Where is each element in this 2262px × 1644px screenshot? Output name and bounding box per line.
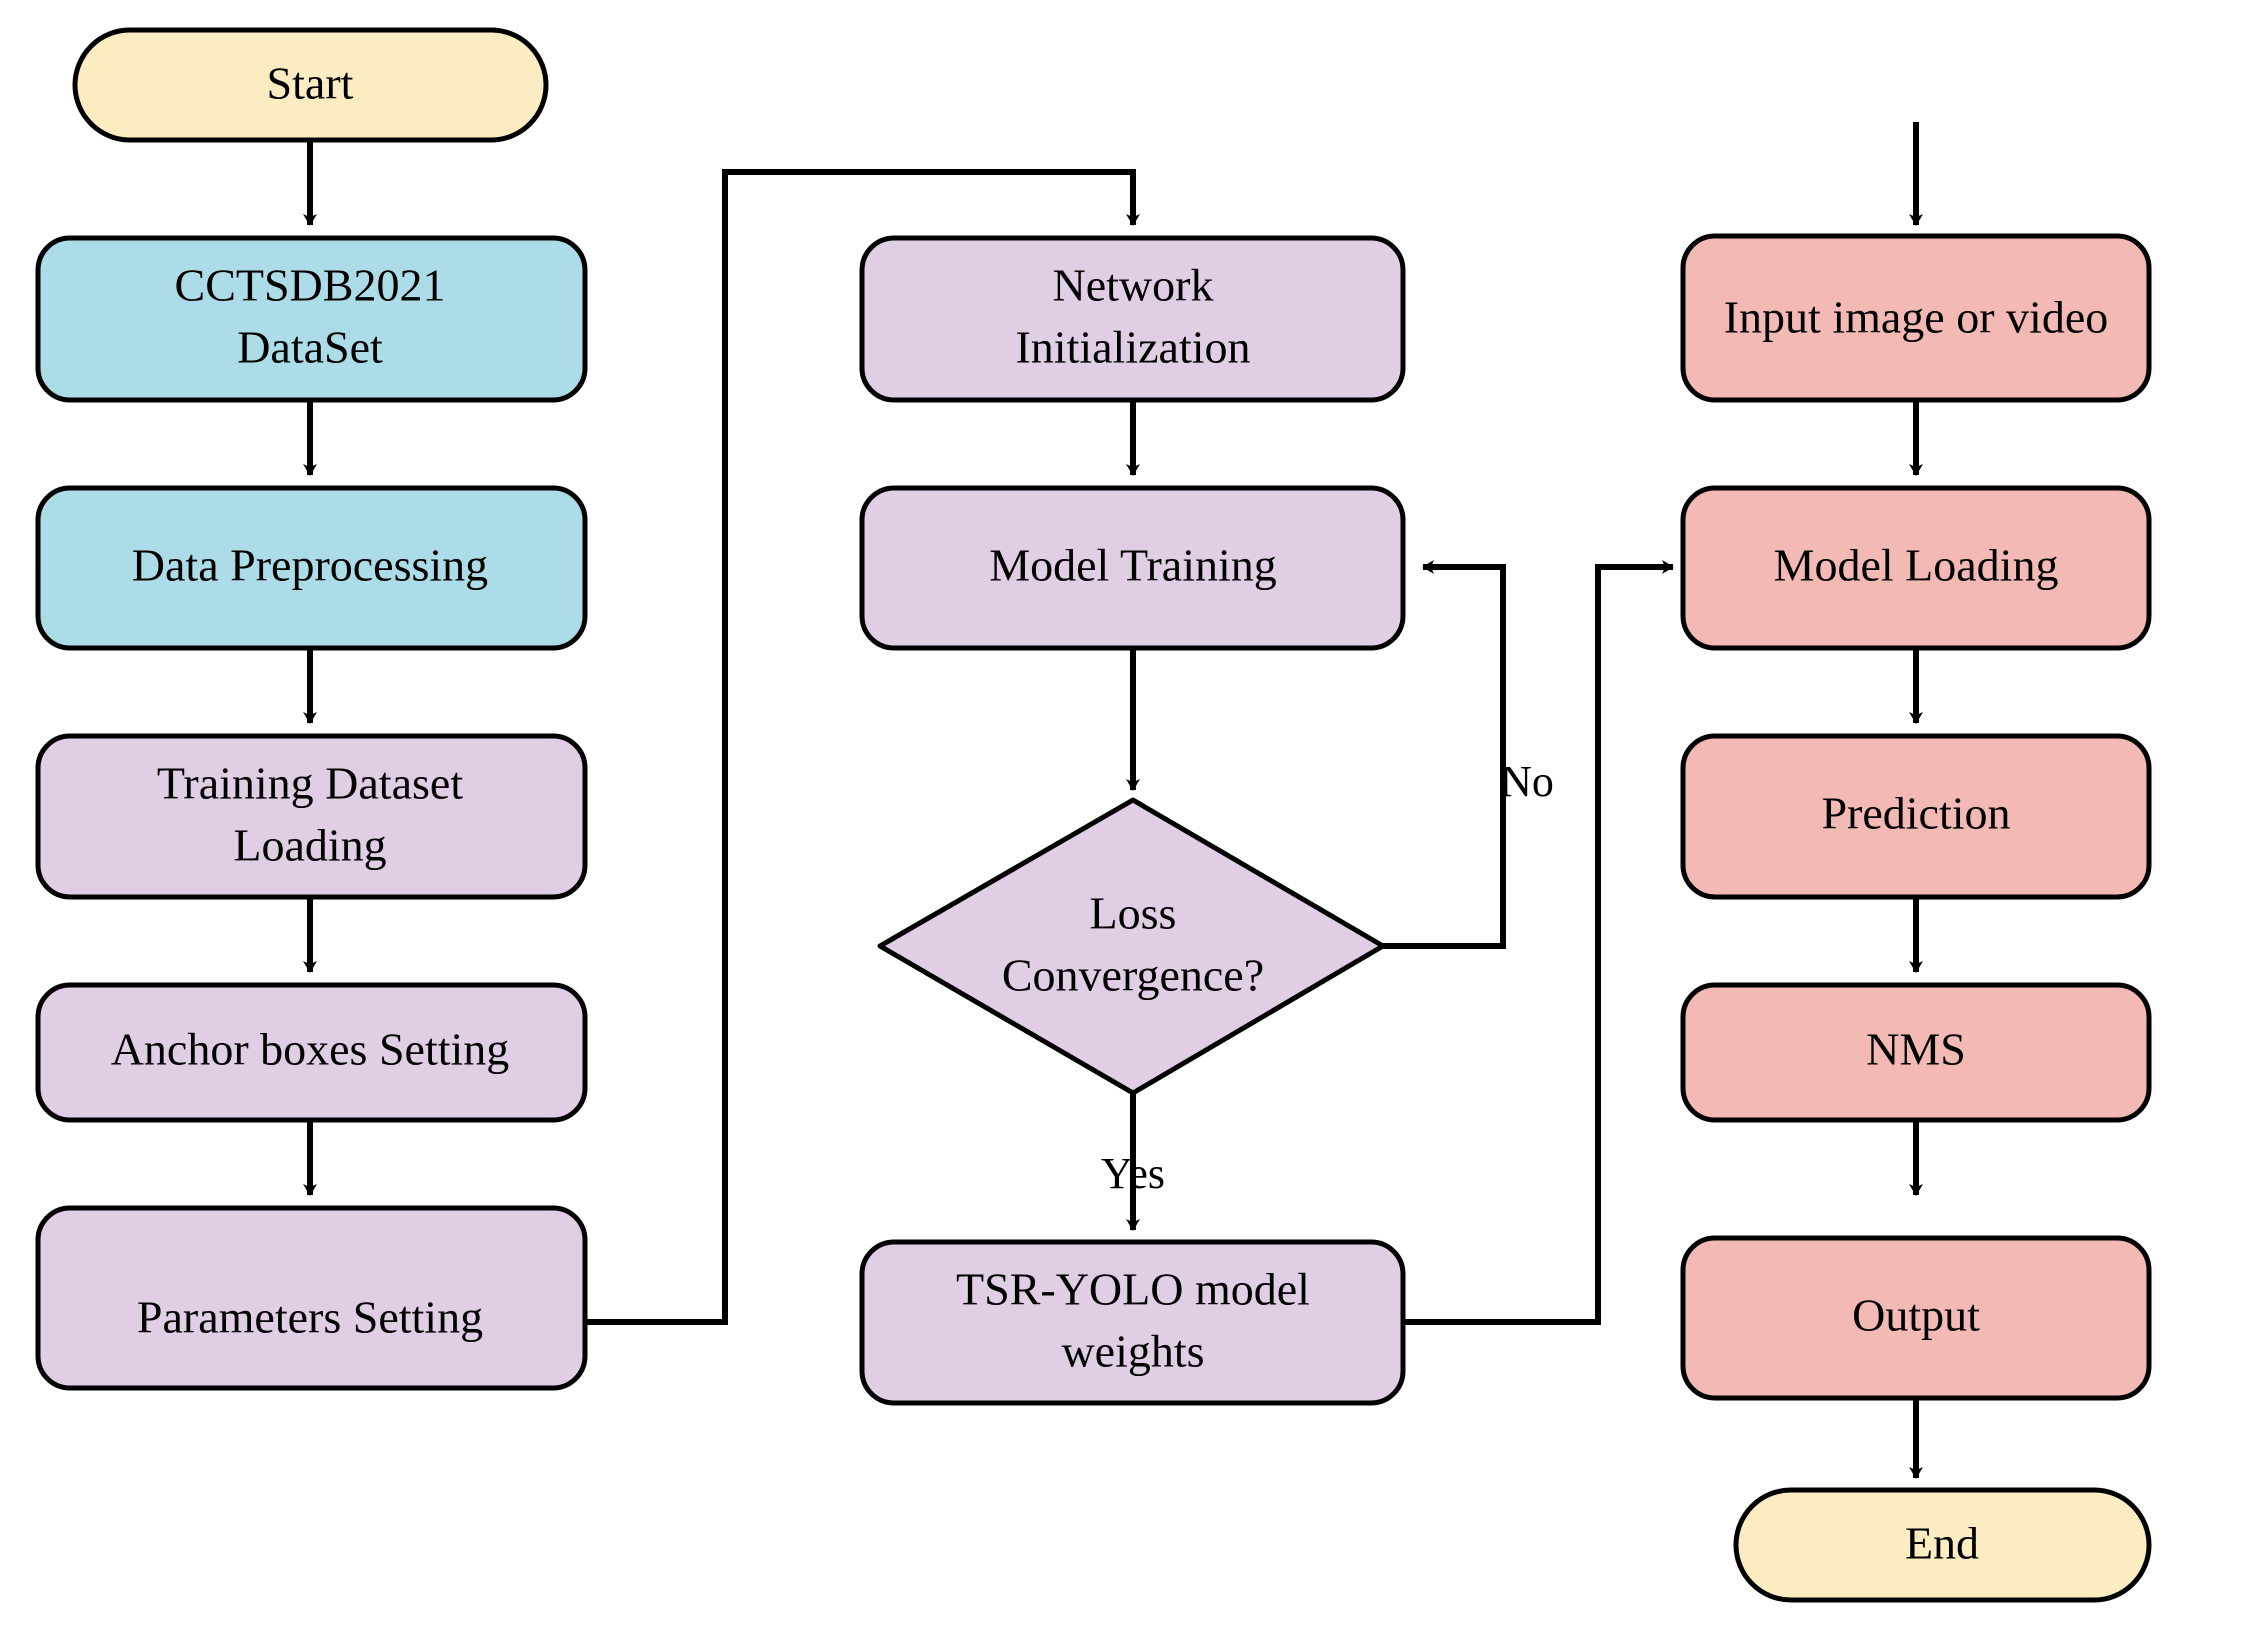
node-input-media[interactable]: Input image or video	[1680, 233, 2152, 403]
loss-convergence-label-line2: Convergence?	[1002, 950, 1264, 1001]
node-end[interactable]: End	[1733, 1487, 2152, 1603]
nms-label: NMS	[1866, 1024, 1966, 1075]
training-loading-shape	[35, 733, 588, 900]
model-training-label: Model Training	[989, 540, 1277, 591]
network-init-shape	[859, 235, 1406, 403]
loss-convergence-shape	[877, 797, 1386, 1096]
node-dataset[interactable]: CCTSDB2021 DataSet	[35, 235, 588, 403]
node-prediction[interactable]: Prediction	[1680, 733, 2152, 900]
node-model-loading[interactable]: Model Loading	[1680, 485, 2152, 651]
network-init-label-line1: Network	[1053, 260, 1214, 311]
edge-label-yes: Yes	[1101, 1149, 1165, 1198]
connector-layer	[303, 110, 1923, 1479]
parameters-shape	[35, 1205, 588, 1391]
node-training-loading[interactable]: Training Dataset Loading	[35, 733, 588, 900]
loss-convergence-label-line1: Loss	[1090, 888, 1177, 939]
prediction-shape	[1680, 733, 2152, 900]
node-loss-convergence[interactable]: Loss Convergence?	[877, 797, 1386, 1096]
output-label: Output	[1852, 1290, 1980, 1341]
end-label: End	[1905, 1518, 1979, 1569]
dataset-label-line2: DataSet	[237, 322, 383, 373]
model-weights-shape	[859, 1239, 1406, 1406]
model-training-shape	[859, 485, 1406, 651]
node-anchor-boxes[interactable]: Anchor boxes Setting	[35, 982, 588, 1123]
nms-shape	[1680, 982, 2152, 1123]
anchor-boxes-label: Anchor boxes Setting	[111, 1024, 510, 1075]
node-start[interactable]: Start	[72, 27, 549, 143]
dataset-label-line1: CCTSDB2021	[175, 260, 446, 311]
edge-loss-convergence-no-to-model-training	[1383, 560, 1506, 949]
preprocessing-label: Data Preprocessing	[132, 540, 488, 591]
node-model-weights[interactable]: TSR-YOLO model weights	[859, 1239, 1406, 1406]
node-model-training[interactable]: Model Training	[859, 485, 1406, 651]
training-loading-label-line1: Training Dataset	[157, 758, 463, 809]
model-weights-label-line1: TSR-YOLO model	[956, 1264, 1310, 1315]
node-nms[interactable]: NMS	[1680, 982, 2152, 1123]
anchor-boxes-shape	[35, 982, 588, 1123]
start-label: Start	[267, 58, 354, 109]
node-output[interactable]: Output	[1680, 1235, 2152, 1401]
model-weights-label-line2: weights	[1061, 1326, 1204, 1377]
end-shape	[1733, 1487, 2152, 1603]
node-preprocessing[interactable]: Data Preprocessing	[35, 485, 588, 651]
input-media-label: Input image or video	[1724, 292, 2109, 343]
prediction-label: Prediction	[1821, 788, 2010, 839]
edge-model-weights-to-model-loading	[1403, 560, 1674, 1325]
input-media-shape	[1680, 233, 2152, 403]
start-shape	[72, 27, 549, 143]
edge-label-no: No	[1500, 757, 1554, 806]
edge-parameters-to-network-init	[585, 169, 1140, 1325]
network-init-label-line2: Initialization	[1015, 322, 1250, 373]
output-shape	[1680, 1235, 2152, 1401]
model-loading-shape	[1680, 485, 2152, 651]
parameters-label: Parameters Setting	[137, 1292, 483, 1343]
node-parameters[interactable]: Parameters Setting	[35, 1205, 588, 1391]
model-loading-label: Model Loading	[1774, 540, 2059, 591]
preprocessing-shape	[35, 485, 588, 651]
training-loading-label-line2: Loading	[233, 820, 386, 871]
edge-label-layer: No Yes	[1101, 757, 1554, 1198]
node-network-init[interactable]: Network Initialization	[859, 235, 1406, 403]
dataset-shape	[35, 235, 588, 403]
